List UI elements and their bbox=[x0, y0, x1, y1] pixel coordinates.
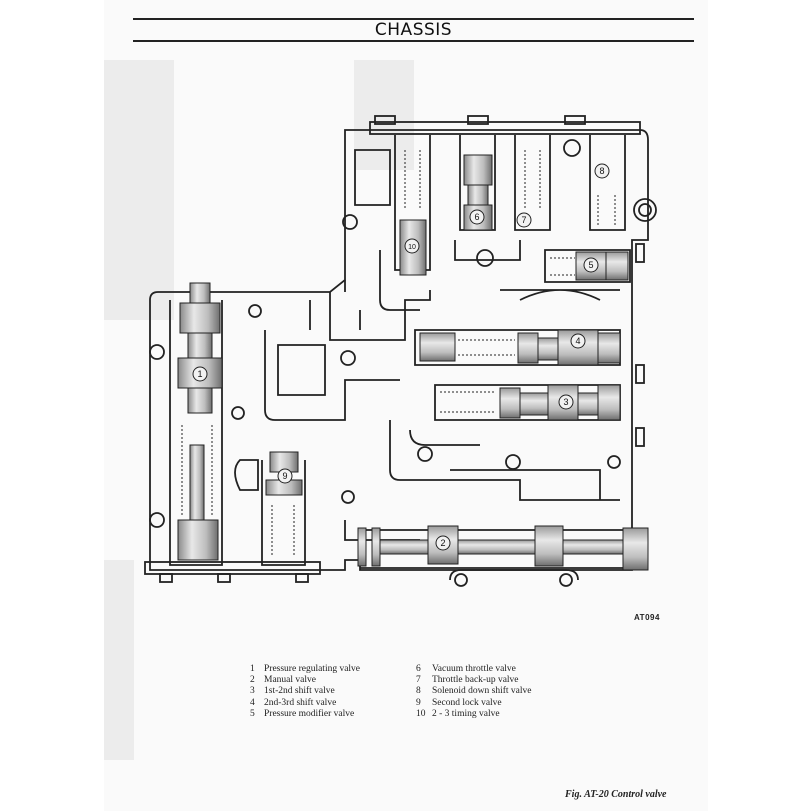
legend-label: Pressure modifier valve bbox=[264, 708, 355, 719]
legend-label: Throttle back-up valve bbox=[432, 675, 519, 686]
valve-body-drawing: 1 2 3 4 5 6 7 8 9 10 bbox=[144, 115, 657, 587]
callout-10: 10 bbox=[408, 244, 416, 251]
legend-item: 2 Manual valve bbox=[250, 675, 360, 686]
legend-label: Pressure regulating valve bbox=[264, 664, 361, 674]
legend-label: Solenoid down shift valve bbox=[432, 686, 532, 697]
legend-number: 2 bbox=[250, 675, 255, 686]
legend-item: 5 Pressure modifier valve bbox=[250, 709, 360, 720]
legend-number: 4 bbox=[250, 697, 255, 708]
page-header: CHASSIS bbox=[133, 18, 694, 42]
callout-3: 3 bbox=[563, 397, 568, 407]
section-title: CHASSIS bbox=[374, 20, 453, 40]
legend-column-2: 6 Vacuum throttle valve 7 Throttle back-up… bbox=[416, 664, 531, 720]
callout-5: 5 bbox=[588, 260, 593, 270]
bleed-through-shadow bbox=[104, 60, 174, 320]
legend-item: 4 2nd-3rd shift valve bbox=[250, 698, 360, 709]
legend-number: 10 bbox=[416, 708, 426, 719]
bleed-through-shadow bbox=[104, 560, 134, 760]
legend-label: 1st-2nd shift valve bbox=[264, 686, 335, 697]
legend-label: Manual valve bbox=[264, 675, 316, 686]
legend-column-1: 1 Pressure regulating valve 2 Manual valve… bbox=[250, 664, 360, 720]
figure-caption: Fig. AT-20 Control valve bbox=[565, 789, 667, 800]
callout-4: 4 bbox=[575, 336, 580, 346]
callout-6: 6 bbox=[474, 212, 479, 222]
bleed-through-shadow bbox=[354, 60, 414, 170]
legend-item: 7 Throttle back-up valve bbox=[416, 675, 531, 686]
control-valve-diagram: 1 2 3 4 5 6 7 8 9 10 bbox=[140, 110, 670, 590]
callout-1: 1 bbox=[197, 369, 202, 379]
legend-item: 9 Second lock valve bbox=[416, 698, 531, 709]
legend-number: 1 bbox=[250, 664, 255, 674]
legend-item: 6 Vacuum throttle valve bbox=[416, 664, 531, 675]
legend-number: 7 bbox=[416, 675, 421, 686]
legend-label: Second lock valve bbox=[432, 697, 502, 708]
callout-8: 8 bbox=[599, 166, 604, 176]
legend-label: 2nd-3rd shift valve bbox=[264, 697, 337, 708]
callout-9: 9 bbox=[282, 471, 287, 481]
legend-number: 9 bbox=[416, 697, 421, 708]
header-rule-bottom bbox=[133, 40, 694, 42]
legend-number: 3 bbox=[250, 686, 255, 697]
legend-item: 10 2 - 3 timing valve bbox=[416, 709, 531, 720]
legend-item: 1 Pressure regulating valve bbox=[250, 664, 360, 675]
legend-label: 2 - 3 timing valve bbox=[432, 708, 500, 719]
legend-number: 5 bbox=[250, 708, 255, 719]
header-rule-top bbox=[133, 18, 694, 20]
legend-number: 6 bbox=[416, 664, 421, 674]
callout-2: 2 bbox=[440, 538, 445, 548]
legend-item: 3 1st-2nd shift valve bbox=[250, 686, 360, 697]
callout-7: 7 bbox=[521, 215, 526, 225]
legend-item: 8 Solenoid down shift valve bbox=[416, 686, 531, 697]
legend-number: 8 bbox=[416, 686, 421, 697]
legend-label: Vacuum throttle valve bbox=[432, 664, 516, 674]
figure-code: AT094 bbox=[634, 613, 660, 622]
